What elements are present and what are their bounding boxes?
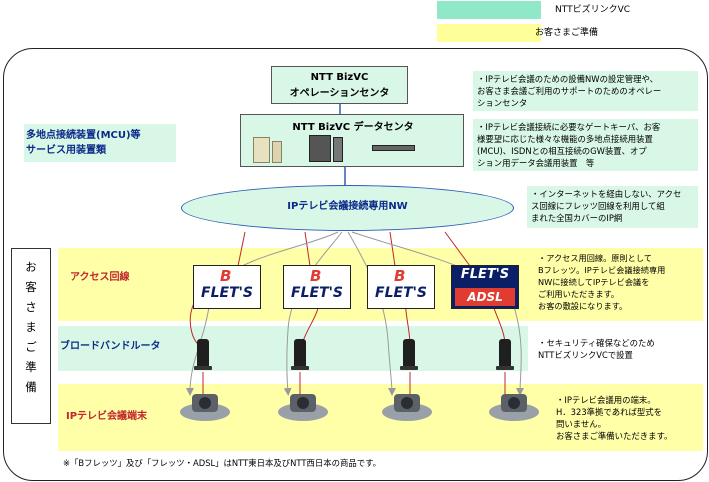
legend-swatch-bizlink: [437, 1, 541, 19]
b-flets-badge: B: [310, 267, 322, 285]
terminal-band: [58, 384, 703, 451]
broadband-router-icon-4: [496, 339, 514, 370]
nw-note: ・インターネットを経由しない、アクセ ス回線にフレッツ回線を利用して組 まれた全…: [527, 186, 698, 228]
data-center-box: NTT BizVC データセンタ: [240, 114, 464, 167]
customer-char-6: 準: [25, 360, 37, 374]
data-center-title: NTT BizVC データセンタ: [292, 122, 414, 133]
broadband-router-icon-3: [400, 339, 418, 370]
access-note-line3: NWに接続してIPテレビ会議を: [538, 277, 650, 287]
access-note: ・アクセス用回線。原則として Bフレッツ。IPテレビ会議接続専用 NWに接続して…: [538, 252, 665, 312]
terminal-note-line4: お客さまご準備いただきます。: [556, 431, 673, 441]
router-row-label: ブロードバンドルータ: [60, 341, 161, 352]
customer-char-7: 備: [25, 380, 37, 394]
mcu-unit-icon: [309, 135, 331, 162]
ops-center-line2: オペレーションセンタ: [289, 88, 390, 99]
router-note: ・セキュリティ確保などのため NTTビズリンクVCで設置: [538, 337, 655, 361]
server-tower-icon: [272, 141, 282, 163]
nw-note-line2: ス回線にフレッツ回線を利用して組: [531, 201, 665, 211]
router-note-line1: ・セキュリティ確保などのため: [538, 338, 655, 348]
rackmount-device-icon: [372, 145, 415, 151]
dc-note-line4: ション用データ会議用装置 等: [477, 158, 595, 168]
legend-label-customer: お客さまご準備: [535, 28, 599, 38]
customer-char-3: さ: [25, 300, 37, 314]
server-rack-icon: [253, 137, 270, 163]
gray-arrow-3: [347, 231, 396, 396]
dc-note-line3: (MCU)、ISDNとの相互接続のGW装置、オプ: [477, 146, 647, 156]
vc-terminal-icon-3: [382, 394, 432, 421]
ops-center-box: NTT BizVC オペレーションセンタ: [271, 66, 408, 104]
b-flets-word: FLET'S: [291, 285, 343, 301]
terminal-note-line3: 問いません。: [556, 419, 606, 429]
customer-prepared-label: お 客 さ ま ご 準 備: [11, 248, 51, 424]
legend-label-bizlink: NTTビズリンクVC: [555, 5, 631, 15]
vc-terminal-icon-1: [180, 394, 230, 421]
mcu-label-box: 多地点接続装置(MCU)等 サービス用装置類: [24, 124, 176, 162]
terminal-note-line2: H．323準拠であれば型式を: [556, 407, 662, 417]
gray-arrow-2: [283, 231, 343, 396]
b-flets-badge: B: [394, 267, 406, 285]
dedicated-nw-cloud: IPテレビ会議接続専用NW: [181, 185, 514, 231]
b-flets-logo-1: B FLET'S: [193, 265, 261, 309]
access-note-line4: ご利用いただきます。: [538, 289, 620, 299]
b-flets-word: FLET'S: [201, 285, 253, 301]
terminal-row-label: IPテレビ会議端末: [66, 411, 148, 422]
flets-adsl-logo: FLET'S ADSL: [451, 265, 519, 309]
access-note-line5: お客の敷設になります。: [538, 301, 628, 311]
mcu-label-line1: 多地点接続装置(MCU)等: [26, 130, 141, 141]
customer-char-5: ご: [25, 340, 37, 354]
monitor-icon: [333, 137, 343, 162]
flets-adsl-sub: ADSL: [455, 288, 515, 306]
access-note-line1: ・アクセス用回線。原則として: [538, 253, 652, 263]
dedicated-nw-label: IPテレビ会議接続専用NW: [287, 201, 408, 212]
nw-note-line3: まれた全国カバーのIP網: [531, 213, 623, 223]
customer-char-1: お: [25, 260, 37, 274]
access-note-line2: Bフレッツ。IPテレビ会議接続専用: [538, 265, 666, 275]
footnote: ※「Bフレッツ」及び「フレッツ・ADSL」はNTT東日本及びNTT西日本の商品で…: [63, 458, 382, 468]
access-row-label: アクセス回線: [70, 272, 130, 283]
flets-adsl-word: FLET'S: [460, 267, 510, 282]
dc-note-line2: 様要望に応じた様々な機能の多地点接続用装置: [477, 134, 653, 144]
mcu-label-line2: サービス用装置類: [26, 145, 106, 156]
vc-terminal-icon-2: [278, 394, 328, 421]
terminal-note-line1: ・IPテレビ会議用の端末。: [556, 395, 656, 405]
ops-center-line1: NTT BizVC: [310, 72, 369, 83]
b-flets-badge: B: [220, 267, 232, 285]
ops-note-line3: ションセンタ: [477, 98, 528, 108]
legend-swatch-customer: [437, 24, 541, 42]
ops-note-line1: ・IPテレビ会議のための設備NWの設定管理や、: [477, 74, 658, 84]
router-note-line2: NTTビズリンクVCで設置: [538, 350, 633, 360]
nw-note-line1: ・インターネットを経由しない、アクセ: [531, 189, 682, 199]
b-flets-logo-2: B FLET'S: [283, 265, 351, 309]
b-flets-logo-3: B FLET'S: [367, 265, 435, 309]
b-flets-word: FLET'S: [375, 285, 427, 301]
vc-terminal-icon-4: [489, 394, 539, 421]
broadband-router-icon-1: [194, 339, 212, 370]
dc-note-line1: ・IPテレビ会議接続に必要なゲートキーパ、お客: [477, 122, 661, 132]
terminal-note: ・IPテレビ会議用の端末。 H．323準拠であれば型式を 問いません。 お客さま…: [556, 394, 672, 442]
ops-note-line2: お客さま会議ご利用のサポートのためのオペレー: [477, 86, 662, 96]
broadband-router-icon-2: [291, 339, 309, 370]
customer-char-4: ま: [25, 320, 37, 334]
customer-char-2: 客: [25, 280, 37, 294]
ops-note: ・IPテレビ会議のための設備NWの設定管理や、 お客さま会議ご利用のサポートのた…: [473, 71, 698, 111]
router-band: [58, 326, 528, 371]
dc-note: ・IPテレビ会議接続に必要なゲートキーパ、お客 様要望に応じた様々な機能の多地点…: [473, 119, 698, 171]
